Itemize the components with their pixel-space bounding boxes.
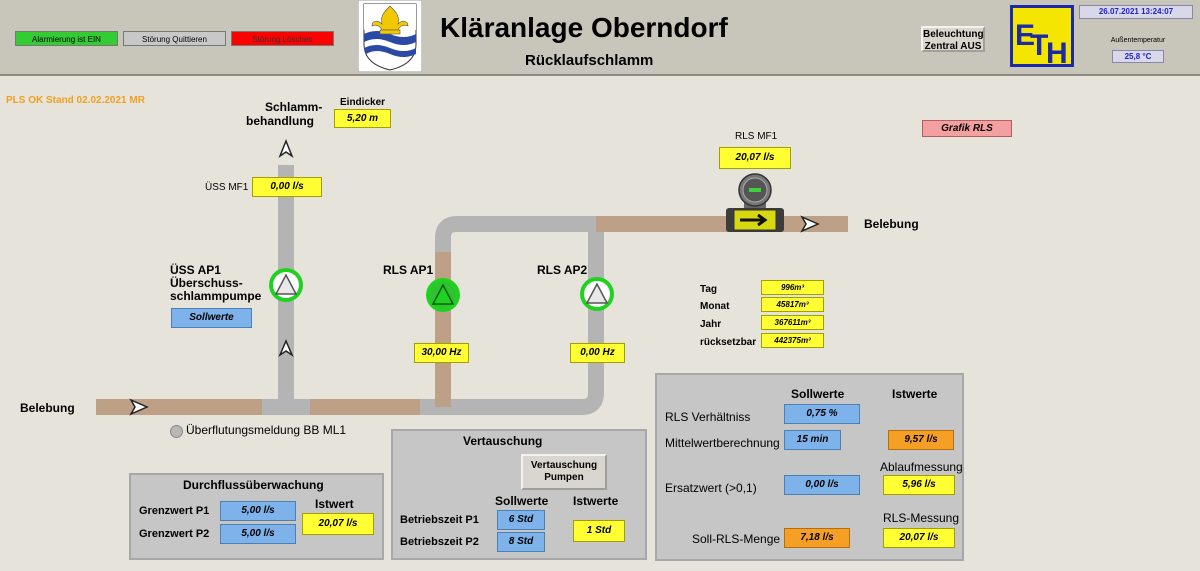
outside-temp-value: 25,8 °C [1112,50,1164,63]
flow-istwert-value: 20,07 l/s [302,513,374,535]
counter-year-label: Jahr [700,319,722,330]
central-lighting-button[interactable]: Beleuchtung Zentral AUS [921,26,985,52]
eindicker-label: Eindicker [340,97,386,108]
uess-ap1-desc-1: Überschuss- [170,276,243,290]
swap-istwert-value: 1 Std [573,520,625,542]
uess-sollwerte-button[interactable]: Sollwerte [171,308,252,328]
flow-monitor-title: Durchflussüberwachung [183,478,324,492]
ersatzwert-label: Ersatzwert (>0,1) [665,481,757,495]
grenzwert-p2-label: Grenzwert P2 [139,528,210,540]
alarm-status-button[interactable]: Alarmierung ist EIN [15,31,118,46]
betriebszeit-p2-value[interactable]: 8 Std [497,532,545,552]
belebung-inlet-label: Belebung [20,401,75,415]
uess-ap1-desc-2: schlammpumpe [170,289,262,303]
status-text: PLS OK Stand 02.02.2021 MR [6,95,145,106]
mittelwert-label: Mittelwertberechnung [665,436,780,450]
rls-ap2-pump-icon[interactable] [580,277,614,311]
flow-monitor-panel: Durchflussüberwachung Istwert Grenzwert … [129,473,384,560]
belebung-outlet-label: Belebung [864,217,919,231]
swap-sollwerte-label: Sollwerte [495,494,549,508]
mittelwert-istwert-value: 9,57 l/s [888,430,954,450]
mittelwert-value[interactable]: 15 min [784,430,841,450]
grenzwert-p1-label: Grenzwert P1 [139,505,210,517]
betriebszeit-p1-label: Betriebszeit P1 [400,514,479,526]
rls-ratio-label: RLS Verhältniss [665,410,751,424]
flowmeter-icon [726,173,784,232]
uess-mf1-value: 0,00 l/s [252,177,322,197]
rls-mf1-value: 20,07 l/s [719,147,791,169]
counter-year-value: 367611m³ [761,315,824,330]
counter-reset-value: 442375m³ [761,333,824,348]
flow-istwert-label: Istwert [315,497,354,511]
svg-text:T: T [1030,29,1048,62]
overflow-indicator-icon [170,425,183,438]
betriebszeit-p2-label: Betriebszeit P2 [400,536,479,548]
counter-day-value: 996m³ [761,280,824,295]
ablaufmessung-label: Ablaufmessung [880,460,963,474]
uess-ap1-pump-icon[interactable] [269,268,303,302]
grenzwert-p1-value[interactable]: 5,00 l/s [220,501,296,521]
rls-settings-panel: Sollwerte Istwerte RLS Verhältniss 0,75 … [655,373,964,561]
svg-text:E: E [1015,19,1035,52]
swap-pumps-button[interactable]: Vertauschung Pumpen [521,454,607,490]
counter-month-label: Monat [700,301,730,312]
ersatzwert-value[interactable]: 0,00 l/s [784,475,860,495]
rls-messung-label: RLS-Messung [883,511,960,525]
header-bar: Alarmierung ist EIN Störung Quittieren S… [0,0,1200,76]
ablaufmessung-value: 5,96 l/s [883,475,955,495]
page-subtitle: Rücklaufschlamm [525,52,654,69]
pump-swap-panel: Vertauschung Vertauschung Pumpen Sollwer… [391,429,647,560]
pump-swap-title: Vertauschung [463,434,543,448]
rls-ap2-frequency-value: 0,00 Hz [570,343,625,363]
datetime-display: 26.07.2021 13:24:07 [1079,5,1193,19]
rls-istwerte-label: Istwerte [892,387,938,401]
clear-fault-button[interactable]: Störung Löschen [231,31,334,46]
rls-ap1-pump-icon[interactable] [426,278,460,312]
outside-temp-label: Außentemperatur [1110,37,1166,44]
central-lighting-label: Beleuchtung Zentral AUS [923,29,984,52]
grafik-rls-button[interactable]: Grafik RLS [922,120,1012,137]
acknowledge-fault-button[interactable]: Störung Quittieren [123,31,226,46]
rls-sollwerte-label: Sollwerte [791,387,845,401]
rls-mf1-label: RLS MF1 [735,131,778,142]
counter-day-label: Tag [700,284,718,295]
swap-pumps-label-1: Vertauschung [530,460,598,471]
page-title: Kläranlage Oberndorf [440,12,728,43]
betriebszeit-p1-value[interactable]: 6 Std [497,510,545,530]
schlammbehandlung-label-2: behandlung [246,114,314,128]
eth-logo-icon: E T H [1010,5,1074,67]
overflow-message-label: Überflutungsmeldung BB ML1 [186,423,347,437]
swap-istwerte-label: Istwerte [573,494,619,508]
rls-ratio-value[interactable]: 0,75 % [784,404,860,424]
soll-rls-menge-label: Soll-RLS-Menge [692,532,781,546]
rls-ap1-frequency-value: 30,00 Hz [414,343,469,363]
municipal-crest-icon [358,0,422,72]
rls-ap2-label: RLS AP2 [537,263,588,277]
counter-reset-label: rücksetzbar [700,337,757,348]
svg-text:H: H [1046,37,1068,67]
swap-pumps-label-2: Pumpen [544,472,584,483]
rls-ap1-label: RLS AP1 [383,263,434,277]
schlammbehandlung-label-1: Schlamm- [265,100,323,114]
rls-messung-value: 20,07 l/s [883,528,955,548]
uess-mf1-label: ÜSS MF1 [205,182,249,193]
uess-ap1-label: ÜSS AP1 [170,263,221,277]
counter-month-value: 45817m³ [761,297,824,312]
eindicker-value: 5,20 m [334,109,391,128]
soll-rls-menge-value: 7,18 l/s [784,528,850,548]
grenzwert-p2-value[interactable]: 5,00 l/s [220,524,296,544]
